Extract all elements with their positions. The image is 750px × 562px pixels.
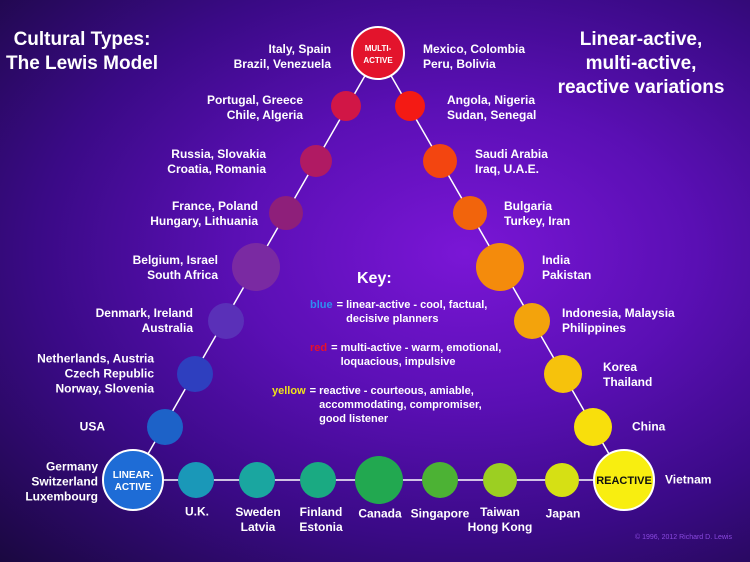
node-label-linear: LINEAR-ACTIVE (113, 470, 154, 493)
node-b5 (422, 462, 458, 498)
node-r2 (423, 144, 457, 178)
country-label-linear: Germany Switzerland Luxembourg (25, 459, 98, 504)
country-label-multi_right: Mexico, Colombia Peru, Bolivia (423, 42, 526, 71)
node-multi (351, 26, 405, 80)
node-l2 (300, 145, 332, 177)
title-right-line-2: multi-active, (585, 53, 697, 74)
node-b2 (239, 462, 275, 498)
key-row-yellow: yellow= reactive - courteous, amiable, a… (272, 384, 482, 426)
country-label-b4: Canada (358, 506, 402, 521)
key-eq: = (331, 342, 341, 354)
key-word-blue: blue (310, 299, 333, 311)
key-eq: = (336, 299, 347, 311)
node-l4 (232, 243, 280, 291)
country-label-r2: Saudi Arabia Iraq, U.A.E. (475, 147, 548, 176)
country-label-b6: Taiwan Hong Kong (467, 505, 533, 534)
country-label-r4: India Pakistan (542, 253, 592, 282)
country-label-l5: Denmark, Ireland Australia (95, 306, 193, 335)
country-label-l3: France, Poland Hungary, Lithuania (150, 199, 258, 228)
country-label-reactive: Vietnam (665, 472, 712, 487)
node-b1 (178, 462, 214, 498)
country-label-l4: Belgium, Israel South Africa (132, 253, 218, 282)
key-text-blue: linear-active - cool, factual, decisive … (346, 299, 488, 325)
node-b6 (483, 463, 517, 497)
node-label-multi: MULTI-ACTIVE (363, 44, 393, 65)
node-l5 (208, 303, 244, 339)
node-l6 (177, 356, 213, 392)
key-title: Key: (357, 270, 392, 287)
title-left-line-2: The Lewis Model (6, 53, 159, 74)
country-label-r5: Indonesia, Malaysia Philippines (562, 306, 675, 335)
node-r5 (514, 303, 550, 339)
node-reactive (593, 449, 655, 511)
title-right: Linear-active, multi-active, reactive va… (552, 28, 730, 100)
title-left: Cultural Types: The Lewis Model (6, 28, 158, 76)
country-label-b2: Sweden Latvia (235, 505, 281, 534)
node-r6 (544, 355, 582, 393)
country-label-r3: Bulgaria Turkey, Iran (504, 199, 571, 228)
key-row-blue: blue= linear-active - cool, factual, dec… (310, 298, 487, 326)
country-label-r6: Korea Thailand (603, 360, 653, 389)
node-b4 (355, 456, 403, 504)
key-word-yellow: yellow (272, 385, 306, 397)
node-linear (102, 449, 164, 511)
country-label-r7: China (632, 419, 666, 434)
title-right-line-3: reactive variations (557, 77, 725, 98)
country-label-l1: Portugal, Greece Chile, Algeria (206, 93, 303, 122)
title-right-line-1: Linear-active, (579, 29, 703, 50)
country-label-l6: Netherlands, Austria Czech Republic Norw… (37, 351, 154, 396)
node-r7 (574, 408, 612, 446)
node-r3 (453, 196, 487, 230)
country-label-r1: Angola, Nigeria Sudan, Senegal (447, 93, 537, 122)
node-l1 (331, 91, 361, 121)
copyright: © 1996, 2012 Richard D. Lewis (635, 534, 732, 541)
node-r4 (476, 243, 524, 291)
key-eq: = (309, 385, 320, 397)
node-l3 (269, 196, 303, 230)
node-label-reactive: REACTIVE (596, 475, 652, 487)
node-l7 (147, 409, 183, 445)
country-label-l7: USA (79, 419, 105, 434)
country-label-b5: Singapore (410, 506, 470, 521)
country-label-b7: Japan (545, 506, 581, 521)
key-text-red: multi-active - warm, emotional, loquacio… (340, 342, 502, 368)
country-label-multi_left: Italy, Spain Brazil, Venezuela (233, 42, 331, 71)
title-left-line-1: Cultural Types: (13, 29, 151, 50)
node-b3 (300, 462, 336, 498)
node-b7 (545, 463, 579, 497)
country-label-l2: Russia, Slovakia Croatia, Romania (167, 147, 266, 176)
country-label-b1: U.K. (185, 504, 209, 519)
key-row-red: red= multi-active - warm, emotional, loq… (288, 341, 501, 369)
country-label-b3: Finland Estonia (299, 505, 343, 534)
key-text-yellow: reactive - courteous, amiable, accommoda… (319, 385, 482, 425)
key-word-red: red (310, 342, 328, 354)
node-r1 (395, 91, 425, 121)
